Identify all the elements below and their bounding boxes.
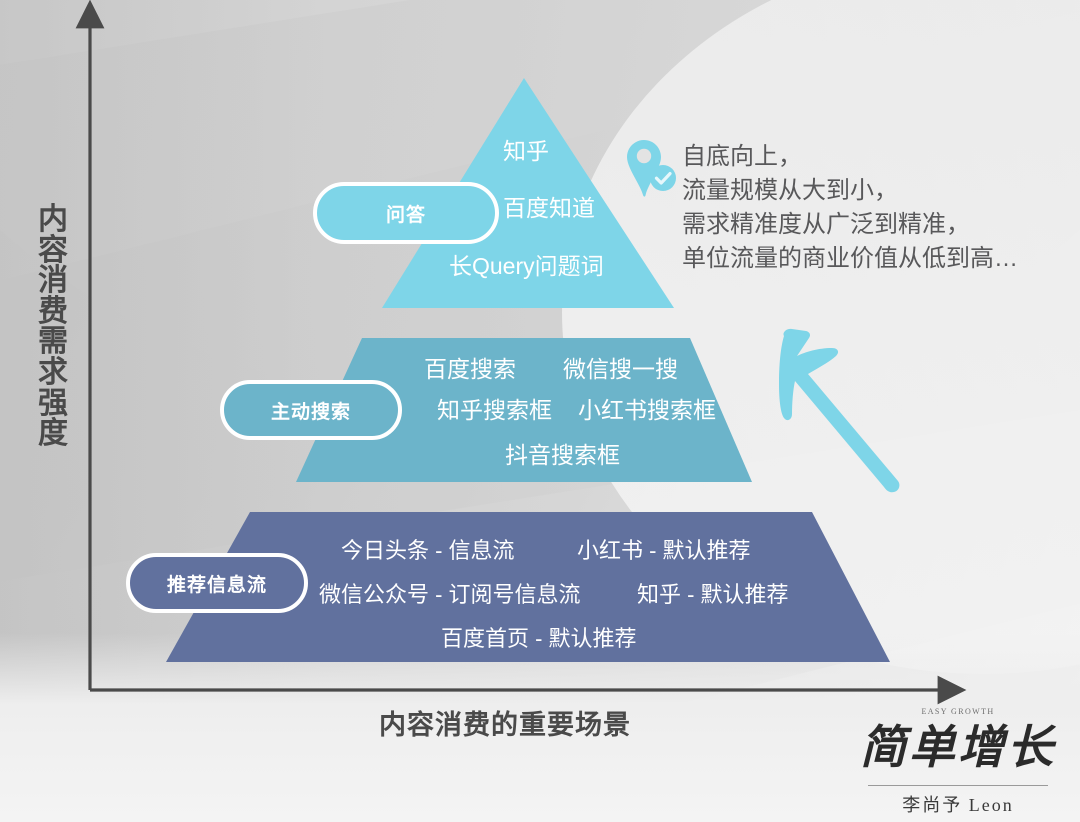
tier-top-item: 知乎	[503, 138, 549, 164]
x-axis-label: 内容消费的重要场景	[379, 710, 631, 740]
tier-badge-qa-label: 问答	[385, 204, 426, 226]
tier-bottom-item: 今日头条 - 信息流	[341, 538, 515, 563]
tier-badge-recommend-feed[interactable]: 推荐信息流	[126, 553, 308, 613]
hand-drawn-arrow-up-left-icon	[779, 328, 900, 493]
brand-logo-english: EASY GROWTH	[921, 707, 995, 716]
tier-middle-item: 知乎搜索框	[437, 397, 552, 423]
pyramid-tier-middle	[296, 338, 752, 482]
side-note-line: 自底向上，	[682, 143, 802, 170]
brand-logo-author: 李尚予 Leon	[902, 795, 1014, 815]
brand-logo-chinese: 简单增长	[860, 722, 1056, 773]
tier-bottom-item: 小红书 - 默认推荐	[577, 538, 751, 563]
tier-badge-qa[interactable]: 问答	[313, 182, 499, 244]
side-note: 自底向上， 流量规模从大到小， 需求精准度从广泛到精准， 单位流量的商业价值从低…	[682, 140, 1018, 276]
background-bottom-light	[0, 632, 1080, 822]
side-note-line: 单位流量的商业价值从低到高…	[682, 245, 1018, 273]
tier-top-item: 百度知道	[503, 195, 595, 221]
tier-bottom-item: 知乎 - 默认推荐	[637, 582, 789, 607]
side-note-line: 需求精准度从广泛到精准，	[682, 211, 970, 239]
pyramid-tier-bottom	[166, 512, 890, 662]
brand-logo: EASY GROWTH 简单增长 李尚予 Leon	[858, 705, 1058, 815]
pyramid-tier-top	[382, 78, 674, 308]
tier-badge-active-search[interactable]: 主动搜索	[220, 380, 402, 440]
location-pin-check-icon	[627, 140, 676, 197]
y-axis-label: 内容消费需求强度	[38, 203, 68, 451]
tier-badge-recommend-feed-label: 推荐信息流	[166, 574, 267, 596]
tier-middle-item: 微信搜一搜	[563, 356, 678, 382]
tier-badge-active-search-label: 主动搜索	[270, 401, 351, 423]
brand-logo-divider	[868, 785, 1048, 786]
tier-bottom-item: 微信公众号 - 订阅号信息流	[319, 582, 581, 607]
tier-middle-item: 小红书搜索框	[578, 397, 716, 423]
tier-top-item: 长Query问题词	[449, 253, 604, 279]
tier-bottom-item: 百度首页 - 默认推荐	[441, 626, 637, 651]
side-note-line: 流量规模从大到小，	[682, 177, 898, 205]
tier-middle-item: 抖音搜索框	[505, 442, 620, 468]
tier-middle-item: 百度搜索	[424, 356, 516, 382]
